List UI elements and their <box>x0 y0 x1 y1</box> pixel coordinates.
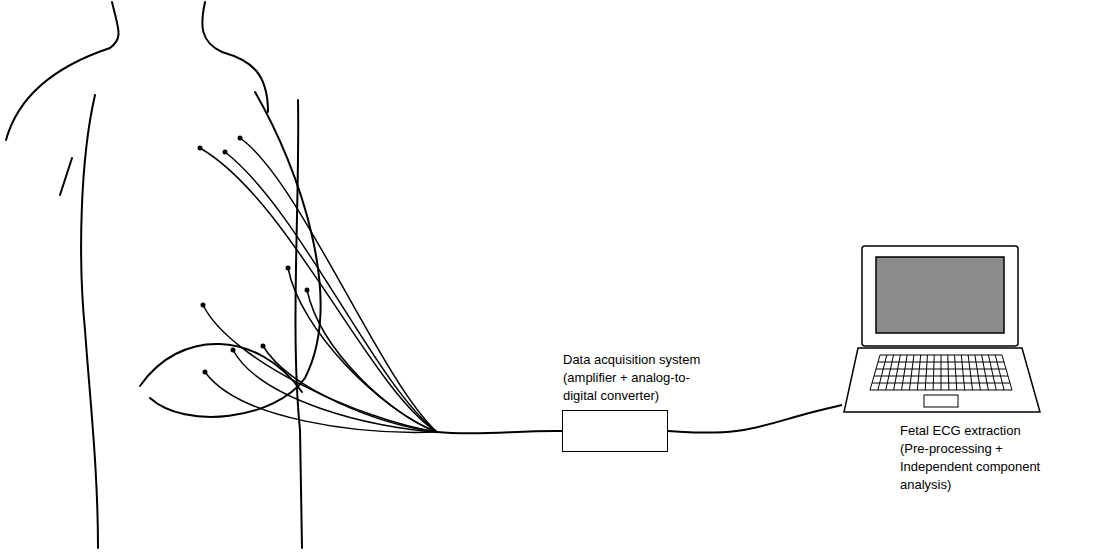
electrode <box>198 146 203 151</box>
electrode-wires <box>200 138 562 433</box>
left-side <box>81 95 98 548</box>
key-column <box>982 355 989 390</box>
key-column <box>961 355 964 390</box>
wire <box>225 152 437 432</box>
wire <box>200 148 437 432</box>
cable <box>437 431 562 434</box>
key-column <box>955 355 957 390</box>
key-column <box>933 355 934 390</box>
acquisition-box: Data acquisition system (amplifier + ana… <box>562 410 668 452</box>
laptop-outline <box>842 245 1097 420</box>
right-side <box>295 100 302 548</box>
keyboard <box>870 355 1012 390</box>
key-column <box>909 355 913 390</box>
key-column <box>948 355 949 390</box>
laptop-lid <box>862 246 1018 346</box>
wire <box>240 138 437 432</box>
key-column <box>925 355 927 390</box>
left-arm-mark <box>60 158 72 195</box>
electrode <box>203 370 208 375</box>
key-column <box>995 355 1004 390</box>
body-outline <box>6 2 320 548</box>
laptop-node: Fetal ECG extraction (Pre-processing + I… <box>842 245 1097 545</box>
key-column <box>988 355 996 390</box>
key-column <box>886 355 894 390</box>
wire <box>205 372 437 432</box>
key-column <box>894 355 901 390</box>
electrode <box>286 266 291 271</box>
keyboard-frame <box>870 355 1012 390</box>
key-column <box>917 355 920 390</box>
node-label: Data acquisition system (amplifier + ana… <box>563 351 723 405</box>
laptop-screen <box>876 257 1004 333</box>
key-column <box>968 355 972 390</box>
laptop-base <box>844 348 1040 412</box>
electrode <box>305 288 310 293</box>
wire <box>233 350 437 432</box>
electrodes <box>198 136 310 375</box>
node-label: Fetal ECG extraction (Pre-processing + I… <box>900 422 1045 494</box>
electrode <box>223 150 228 155</box>
electrode <box>201 303 206 308</box>
key-column <box>975 355 981 390</box>
electrode <box>238 136 243 141</box>
electrode <box>231 348 236 353</box>
key-column <box>878 355 887 390</box>
lower-belly <box>140 344 302 392</box>
belly <box>150 92 320 417</box>
left-shoulder <box>6 2 119 140</box>
trackpad <box>924 395 958 407</box>
electrode <box>261 344 266 349</box>
key-column <box>941 355 942 390</box>
cable-connector <box>668 405 842 433</box>
wire <box>288 268 437 432</box>
key-column <box>902 355 908 390</box>
